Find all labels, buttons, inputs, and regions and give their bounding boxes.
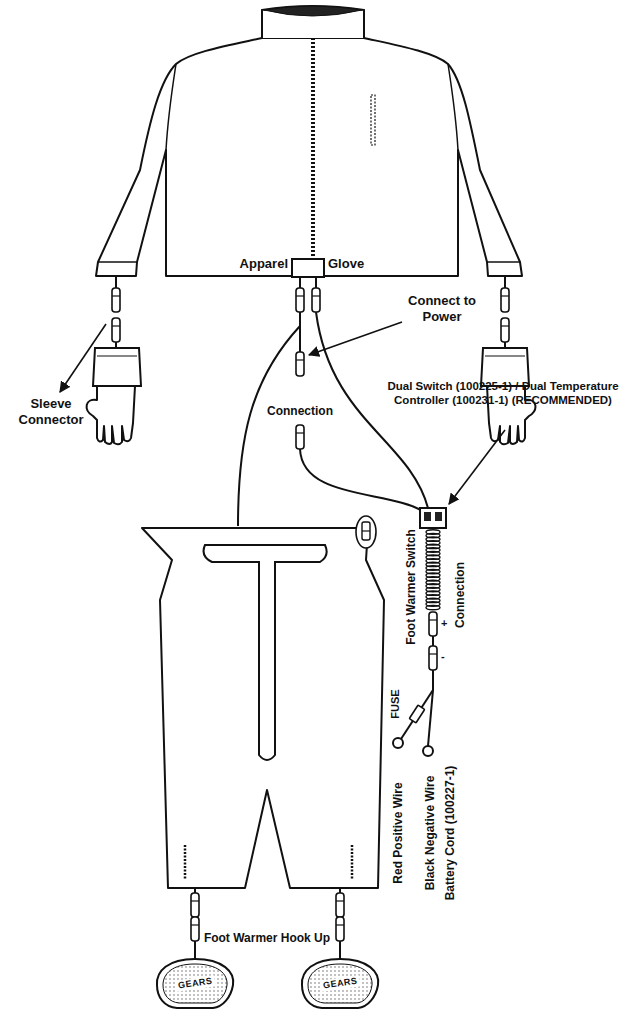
glove [87,348,141,444]
connector-label: Connection [260,404,340,418]
wire-label: Red Positive Wire [391,780,405,885]
port-label: Glove [326,256,366,272]
heated-insole: GEARS [152,957,238,1010]
wire-label: Black Negative Wire [423,774,437,893]
switch-label: Foot Warmer Switch [404,527,418,647]
dual-switch [420,508,446,528]
coil-cord [426,530,440,610]
part-label: Dual Switch (100225-1) / Dual Temperatur… [382,380,624,408]
callout-label: Foot Warmer Hook Up [202,931,332,945]
pocket-zipper [371,95,375,145]
fuse-symbol [409,705,424,723]
leader-arrow [60,324,106,392]
heated-insole: GEARS [297,957,383,1010]
leader-arrow [449,430,505,504]
callout-label: Connect to Power [396,293,488,324]
foot-warmer-switch [356,516,376,548]
part-label: Battery Cord (100227-1) [443,764,457,903]
callout-label: Sleeve Connector [8,396,94,427]
coil-turn [426,605,440,609]
junction-box: ApparelGlove [291,258,325,278]
polarity-mark: + [441,617,451,630]
sleeve-connectors [112,276,509,348]
foot-warmer-leads [195,888,340,958]
jacket [96,6,522,276]
port-label: Apparel [238,256,290,272]
polarity-mark: - [441,650,451,663]
zipper [311,38,315,276]
leader-arrow [309,322,402,355]
pants [142,516,384,888]
fuse-label: FUSE [389,687,402,720]
connector-label: Connection [453,560,467,630]
